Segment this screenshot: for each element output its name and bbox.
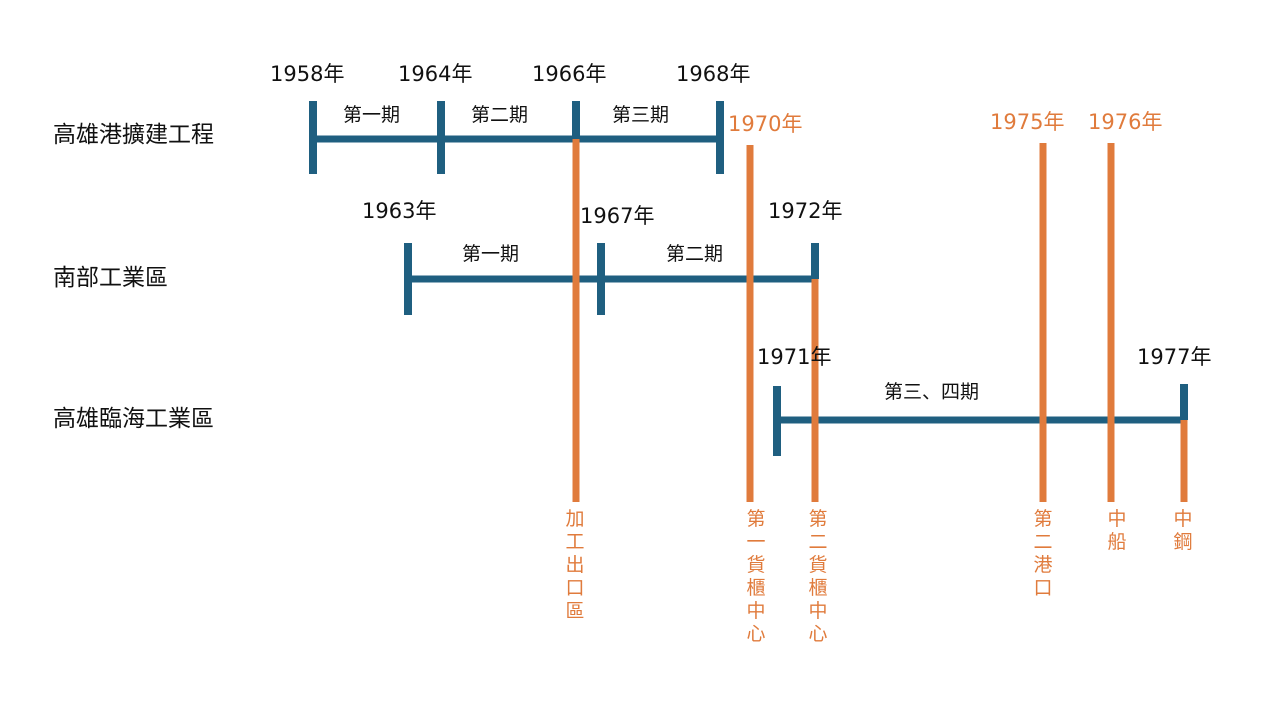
row-label-linhai-industrial: 高雄臨海工業區 (53, 406, 214, 432)
event-label-epz: 加工出口區 (565, 508, 585, 622)
row2-year-1963: 1963年 (362, 199, 437, 223)
row1-phase-1: 第一期 (343, 104, 401, 126)
row1-phase-2: 第二期 (471, 104, 529, 126)
row2-phase-1: 第一期 (462, 243, 520, 265)
row2-year-1967: 1967年 (580, 204, 655, 228)
row1-year-1968: 1968年 (676, 62, 751, 86)
row3-year-1977: 1977年 (1137, 345, 1212, 369)
row3-phase-3-4: 第三、四期 (884, 381, 980, 403)
event-label-container-center-1: 第一貨櫃中心 (746, 508, 766, 645)
row1-year-1966: 1966年 (532, 62, 607, 86)
event-label-second-port: 第二港口 (1033, 508, 1053, 599)
event-label-csc: 中鋼 (1173, 508, 1193, 553)
event-label-container-center-2: 第二貨櫃中心 (808, 508, 828, 645)
row2-phase-2: 第二期 (666, 243, 724, 265)
event-year-1975: 1975年 (990, 110, 1065, 134)
event-label-csbc: 中船 (1107, 508, 1127, 553)
row-label-southern-industrial: 南部工業區 (53, 265, 168, 291)
row-label-kaohsiung-port: 高雄港擴建工程 (53, 122, 214, 148)
row2-year-1972: 1972年 (768, 199, 843, 223)
event-year-1976: 1976年 (1088, 110, 1163, 134)
row3-year-1971: 1971年 (757, 345, 832, 369)
row1-year-1958: 1958年 (270, 62, 345, 86)
row1-year-1964: 1964年 (398, 62, 473, 86)
event-year-1970: 1970年 (728, 112, 803, 136)
row1-phase-3: 第三期 (612, 104, 670, 126)
